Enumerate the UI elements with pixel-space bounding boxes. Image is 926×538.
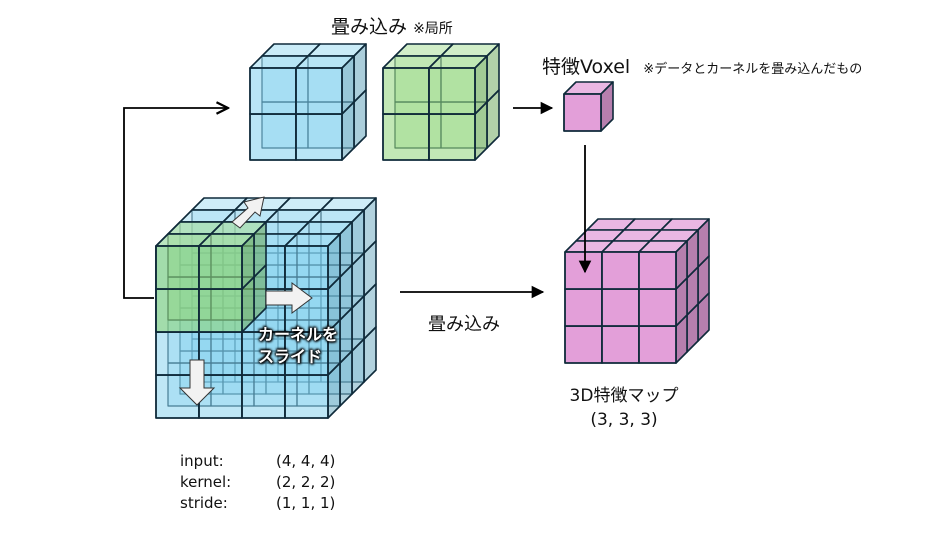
local-data-cell-front: [249, 113, 297, 161]
input-cell-front: [198, 331, 243, 376]
kernel-input-cell-front: [198, 245, 243, 290]
input-cell-front: [284, 374, 329, 419]
feature-voxel-label: 特徴Voxel ※データとカーネルを畳み込んだもの: [542, 52, 862, 79]
local-data-cell-front: [295, 113, 343, 161]
kernel-cell-front: [382, 67, 430, 115]
feature-voxel-note: ※データとカーネルを畳み込んだもの: [643, 62, 863, 77]
kernel-cell-front: [428, 113, 476, 161]
kernel-input-cell-front: [155, 288, 200, 333]
input-cell-front: [241, 374, 286, 419]
kernel-cell-front: [382, 113, 430, 161]
param-row-stride: stride: (1, 1, 1): [180, 493, 335, 514]
kernel-on-input-cube: [155, 221, 267, 333]
local-data-cube: [249, 43, 367, 161]
loop-arrow: [123, 108, 228, 299]
feature-map-cell-front: [601, 251, 640, 290]
feature-map-cell-front: [601, 325, 640, 364]
param-value: (4, 4, 4): [276, 452, 336, 470]
kernel-cell-front: [428, 67, 476, 115]
param-key: input:: [180, 452, 224, 470]
feature-map-label: 3D特徴マップ (3, 3, 3): [562, 384, 686, 432]
local-data-cell-front: [295, 67, 343, 115]
feature-map-cell-front: [638, 288, 677, 327]
feature-map-cell-front: [564, 251, 603, 290]
local-conv-title-text: 畳み込み: [331, 16, 408, 38]
conv-arrow-label: 畳み込み: [428, 314, 500, 335]
feature-map-title: 3D特徴マップ: [569, 386, 679, 406]
voxel-cell-front: [563, 93, 602, 132]
param-value: (2, 2, 2): [276, 473, 336, 491]
param-row-input: input: (4, 4, 4): [180, 451, 335, 472]
slide-kernel-line1: カーネルを: [258, 325, 339, 344]
slide-kernel-line2: スライド: [258, 347, 323, 366]
slide-depth-arrow: [231, 196, 265, 229]
kernel-cube: [382, 43, 500, 161]
param-value: (1, 1, 1): [276, 494, 336, 512]
feature-map-cell-front: [638, 325, 677, 364]
local-data-cell-front: [249, 67, 297, 115]
local-conv-title: 畳み込み ※局所: [331, 12, 453, 39]
param-key: stride:: [180, 494, 228, 512]
param-row-kernel: kernel: (2, 2, 2): [180, 472, 335, 493]
input-cell-front: [284, 245, 329, 290]
local-conv-note: ※局所: [413, 21, 453, 37]
slide-down-arrow: [178, 359, 216, 406]
param-key: kernel:: [180, 473, 232, 491]
feature-map-shape: (3, 3, 3): [590, 410, 658, 430]
params-table: input: (4, 4, 4) kernel: (2, 2, 2) strid…: [180, 451, 335, 514]
feature-voxel-title: 特徴Voxel: [542, 56, 631, 78]
slide-right-arrow: [265, 282, 313, 314]
feature-voxel-cube: [563, 81, 614, 132]
feature-map-cube: [564, 218, 710, 364]
feature-map-cell-front: [564, 288, 603, 327]
kernel-input-cell-front: [198, 288, 243, 333]
feature-map-cell-front: [564, 325, 603, 364]
feature-map-cell-front: [638, 251, 677, 290]
feature-map-cell-front: [601, 288, 640, 327]
kernel-input-cell-front: [155, 245, 200, 290]
slide-kernel-label: カーネルを スライド: [258, 324, 338, 368]
